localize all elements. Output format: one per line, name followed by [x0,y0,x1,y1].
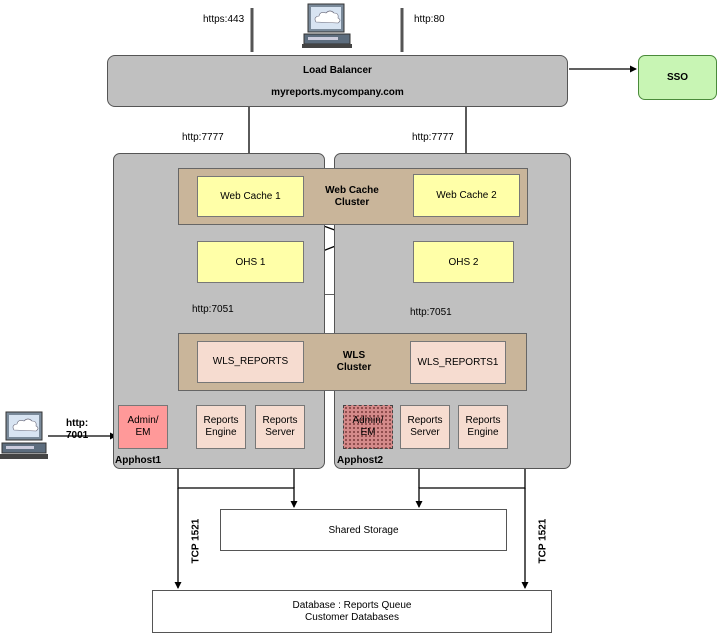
computer-icon [0,411,48,459]
ohs-1: OHS 1 [197,241,304,283]
sso-box: SSO [638,55,717,100]
web-cache-cluster-title: Web Cache Cluster [325,185,379,208]
admin-port-label: http: 7001 [66,418,89,441]
database-line2: Customer Databases [305,611,399,623]
http-port-label: http:80 [414,14,445,25]
host-gap [325,295,334,333]
tcp-left-label: TCP 1521 [190,518,202,564]
https-port-label: https:443 [203,14,245,25]
load-balancer-host: myreports.mycompany.com [271,87,404,98]
admin-em-2: Admin/EM [343,405,393,449]
load-balancer: Load Balancer myreports.mycompany.com [107,55,568,107]
web-cache-2: Web Cache 2 [413,174,520,217]
wls-reports1: WLS_REPORTS1 [410,341,506,384]
admin-em-1: Admin/EM [118,405,168,449]
computer-icon [302,3,352,48]
ohs-2: OHS 2 [413,241,514,283]
right-7777-label: http:7777 [412,132,454,143]
wls-cluster-title: WLS Cluster [336,350,372,373]
load-balancer-title: Load Balancer [303,65,372,76]
wls-reports: WLS_REPORTS [197,341,304,383]
right-7051-label: http:7051 [410,307,452,318]
web-cache-1: Web Cache 1 [197,176,304,217]
apphost2-label: Apphost2 [337,455,384,466]
left-7051-label: http:7051 [192,304,234,315]
apphost1-label: Apphost1 [115,455,162,466]
database-box: Database : Reports Queue Customer Databa… [152,590,552,633]
left-7777-label: http:7777 [182,132,224,143]
shared-storage: Shared Storage [220,509,507,551]
database-line1: Database : Reports Queue [292,599,412,611]
tcp-right-label: TCP 1521 [537,518,549,564]
